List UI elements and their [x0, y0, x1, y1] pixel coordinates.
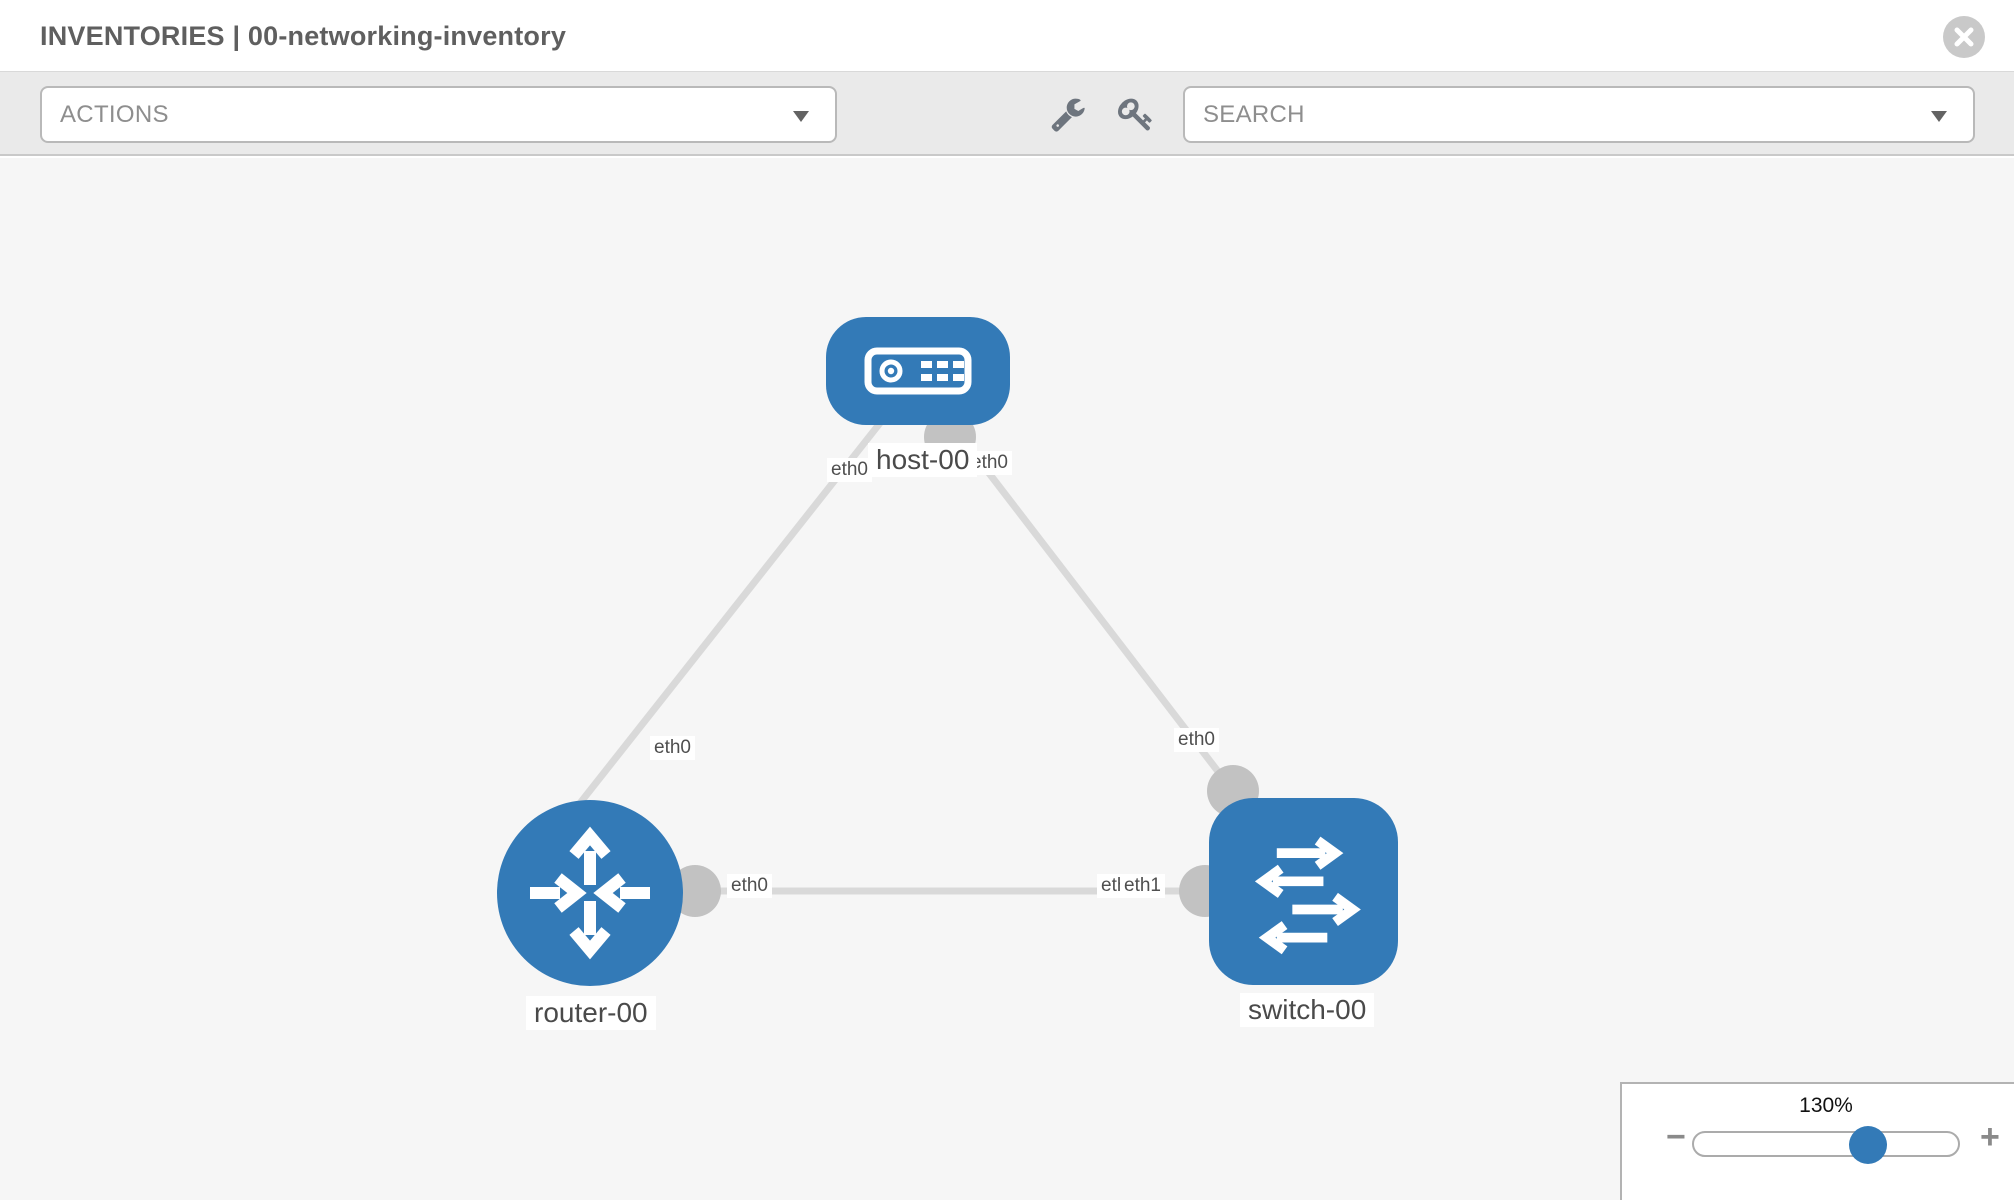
close-button[interactable]	[1943, 16, 1985, 58]
node-switch-00[interactable]	[1209, 798, 1398, 985]
zoom-out-button[interactable]: −	[1666, 1118, 1686, 1156]
node-label-router: router-00	[526, 996, 656, 1030]
zoom-slider-track[interactable]	[1692, 1126, 1960, 1164]
chevron-down-icon	[1931, 111, 1947, 122]
interface-label: eth1	[1120, 874, 1165, 898]
chevron-down-icon	[793, 111, 809, 122]
zoom-slider-handle[interactable]	[1849, 1126, 1887, 1164]
configure-button[interactable]	[1050, 96, 1086, 132]
link-host-router[interactable]	[570, 415, 887, 815]
zoom-panel: 130% − +	[1620, 1082, 2014, 1200]
interface-label: eth0	[650, 736, 695, 760]
interface-label: eth0	[1174, 728, 1219, 752]
zoom-level-readout: 130%	[1799, 1094, 1853, 1117]
switch-icon	[1254, 836, 1361, 954]
node-label-host: host-00	[868, 443, 978, 477]
node-router-00[interactable]	[497, 800, 683, 986]
wrench-icon	[1051, 98, 1085, 132]
actions-dropdown[interactable]: ACTIONS	[40, 86, 837, 143]
credentials-button[interactable]	[1118, 96, 1154, 132]
toolbar: ACTIONS SEARCH	[0, 72, 2014, 156]
page-title: INVENTORIES | 00-networking-inventory	[40, 21, 567, 51]
key-icon	[1118, 98, 1152, 131]
interface-label: eth0	[827, 458, 872, 482]
host-icon	[864, 347, 972, 395]
close-icon	[1954, 27, 1974, 47]
actions-dropdown-label: ACTIONS	[60, 100, 169, 128]
search-dropdown-label: SEARCH	[1203, 100, 1305, 128]
zoom-in-button[interactable]: +	[1980, 1118, 2000, 1156]
page-header: INVENTORIES | 00-networking-inventory	[0, 0, 2014, 72]
node-host-00[interactable]	[826, 317, 1010, 425]
node-label-switch: switch-00	[1240, 993, 1375, 1027]
search-dropdown[interactable]: SEARCH	[1183, 86, 1975, 143]
topology-canvas[interactable]: eth0 eth0 eth0 eth0 eth0 eth0 eth1 host-…	[0, 158, 2014, 1200]
router-icon	[530, 826, 650, 960]
links-layer	[570, 415, 1236, 895]
interface-label: eth0	[727, 874, 772, 898]
